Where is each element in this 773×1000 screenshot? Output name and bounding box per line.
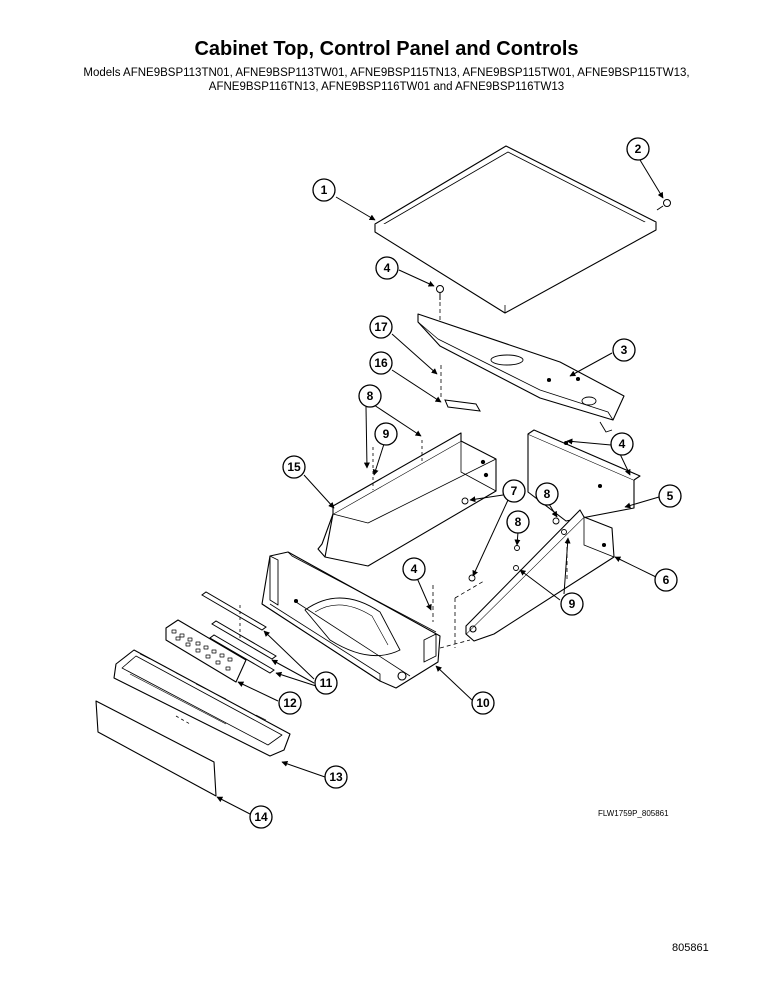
callout-8c-circle — [506, 510, 530, 534]
callout-14: 14 — [254, 810, 268, 824]
callout-9a-circle — [374, 422, 398, 446]
callout-9a: 9 — [383, 427, 390, 441]
part-control-boards — [201, 591, 277, 674]
callout-9b: 9 — [569, 597, 576, 611]
callout-10: 10 — [476, 696, 490, 710]
model-list-line-2: AFNE9BSP116TN13, AFNE9BSP116TW01 and AFN… — [208, 81, 565, 93]
callout-12: 12 — [283, 696, 297, 710]
callout-15: 15 — [287, 460, 301, 474]
callout-11: 11 — [320, 676, 333, 690]
callout-8b-circle — [535, 482, 559, 506]
callout-16-circle — [369, 351, 393, 375]
callout-4b-circle — [610, 432, 634, 456]
callout-9b-circle — [560, 592, 584, 616]
part-left-bracket — [317, 432, 497, 567]
callout-numbers: 1 2 3 4 4 4 5 6 7 8 8 8 9 9 10 11 12 13 … — [254, 142, 673, 824]
callout-4a-circle — [375, 256, 399, 280]
callout-1-circle — [312, 178, 336, 202]
model-list-line-1: Models AFNE9BSP113TN01, AFNE9BSP113TW01,… — [83, 67, 690, 79]
page-title: Cabinet Top, Control Panel and Controls — [194, 38, 579, 60]
part-16-17 — [440, 365, 481, 412]
callout-circles — [249, 137, 682, 829]
part-bottom-right-channel — [465, 509, 615, 642]
callout-14-circle — [249, 805, 273, 829]
callout-8b: 8 — [544, 487, 551, 501]
callout-4b: 4 — [619, 437, 626, 451]
page-number: 805861 — [672, 942, 709, 954]
callout-6: 6 — [663, 573, 670, 587]
model-list: Models AFNE9BSP113TN01, AFNE9BSP113TW01,… — [40, 66, 733, 94]
callout-1: 1 — [321, 183, 328, 197]
leader-lines — [216, 159, 664, 815]
callout-7: 7 — [511, 484, 518, 498]
callout-13-circle — [324, 765, 348, 789]
callout-17: 17 — [374, 320, 388, 334]
callout-2: 2 — [635, 142, 642, 156]
callout-11-circle — [314, 671, 338, 695]
callout-4c-circle — [402, 557, 426, 581]
callout-13: 13 — [329, 770, 343, 784]
callout-10-circle — [471, 691, 495, 715]
callout-5: 5 — [667, 489, 674, 503]
callout-5-circle — [658, 484, 682, 508]
callout-3: 3 — [621, 343, 628, 357]
callout-15-circle — [282, 455, 306, 479]
callout-12-circle — [278, 691, 302, 715]
callout-8a-circle — [358, 384, 382, 408]
part-screw-4-top — [436, 285, 444, 342]
callout-3-circle — [612, 338, 636, 362]
part-rear-bracket — [417, 313, 625, 433]
part-keypad-board — [165, 619, 247, 683]
callout-17-circle — [369, 315, 393, 339]
callout-8c: 8 — [515, 515, 522, 529]
callout-4c: 4 — [411, 562, 418, 576]
callout-2-circle — [626, 137, 650, 161]
part-front-panel — [113, 649, 291, 757]
callout-4a: 4 — [384, 261, 391, 275]
drawing-code: FLW1759P_805861 — [598, 809, 669, 818]
part-cabinet-top — [374, 145, 657, 314]
part-overlay-sheet — [95, 700, 217, 797]
part-small-screws — [432, 497, 568, 649]
callout-6-circle — [654, 568, 678, 592]
part-control-panel-frame — [261, 551, 441, 689]
callout-8a: 8 — [367, 389, 374, 403]
part-screw-2 — [656, 199, 671, 211]
callout-16: 16 — [374, 356, 388, 370]
callout-7-circle — [502, 479, 526, 503]
